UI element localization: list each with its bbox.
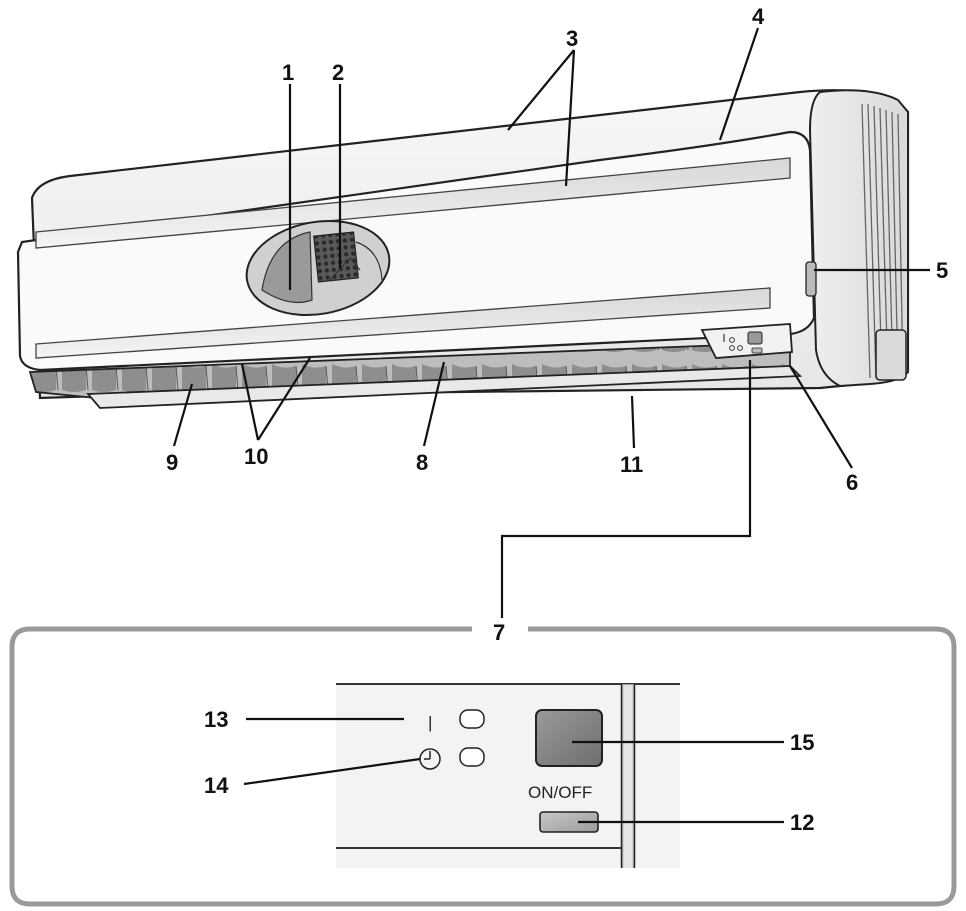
callouts-top: 1 2 3 4 5 6 8 9 10 11 — [166, 4, 948, 495]
side-grille — [808, 89, 909, 388]
power-indicator-icon: | — [428, 713, 432, 732]
zoom-frame: 7 — [9, 620, 957, 907]
horizontal-flap — [86, 365, 803, 409]
callout-7: 7 — [493, 620, 505, 645]
power-indicator-lamp — [459, 709, 485, 729]
callout-5: 5 — [936, 258, 948, 283]
callout-12: 12 — [790, 810, 814, 835]
callout-3: 3 — [566, 26, 578, 51]
callouts-panel: 13 14 15 12 — [204, 707, 814, 835]
indoor-unit — [16, 89, 910, 409]
callout-13: 13 — [204, 707, 228, 732]
callout-11: 11 — [620, 452, 643, 477]
air-filter-mesh — [313, 231, 359, 283]
callout-2: 2 — [332, 60, 344, 85]
lower-strip — [35, 287, 771, 359]
leader-lines — [172, 27, 930, 618]
control-panel-detail: | ON/OFF — [336, 683, 680, 868]
panel-leader-lines — [243, 717, 784, 824]
filter-cutaway — [245, 220, 391, 316]
callout-14: 14 — [204, 773, 229, 798]
callout-4: 4 — [752, 4, 765, 29]
onoff-label: ON/OFF — [528, 783, 592, 802]
remote-receiver — [535, 709, 603, 767]
callout-6: 6 — [846, 470, 858, 495]
callout-10: 10 — [244, 444, 268, 469]
timer-indicator-lamp — [459, 747, 485, 767]
callout-1: 1 — [282, 60, 294, 85]
callout-15: 15 — [790, 730, 814, 755]
side-sensor — [805, 261, 817, 297]
upper-strip — [35, 157, 791, 249]
display-window — [700, 323, 793, 359]
callout-8: 8 — [416, 450, 428, 475]
callout-9: 9 — [166, 450, 178, 475]
side-pipe-cover — [875, 329, 907, 381]
